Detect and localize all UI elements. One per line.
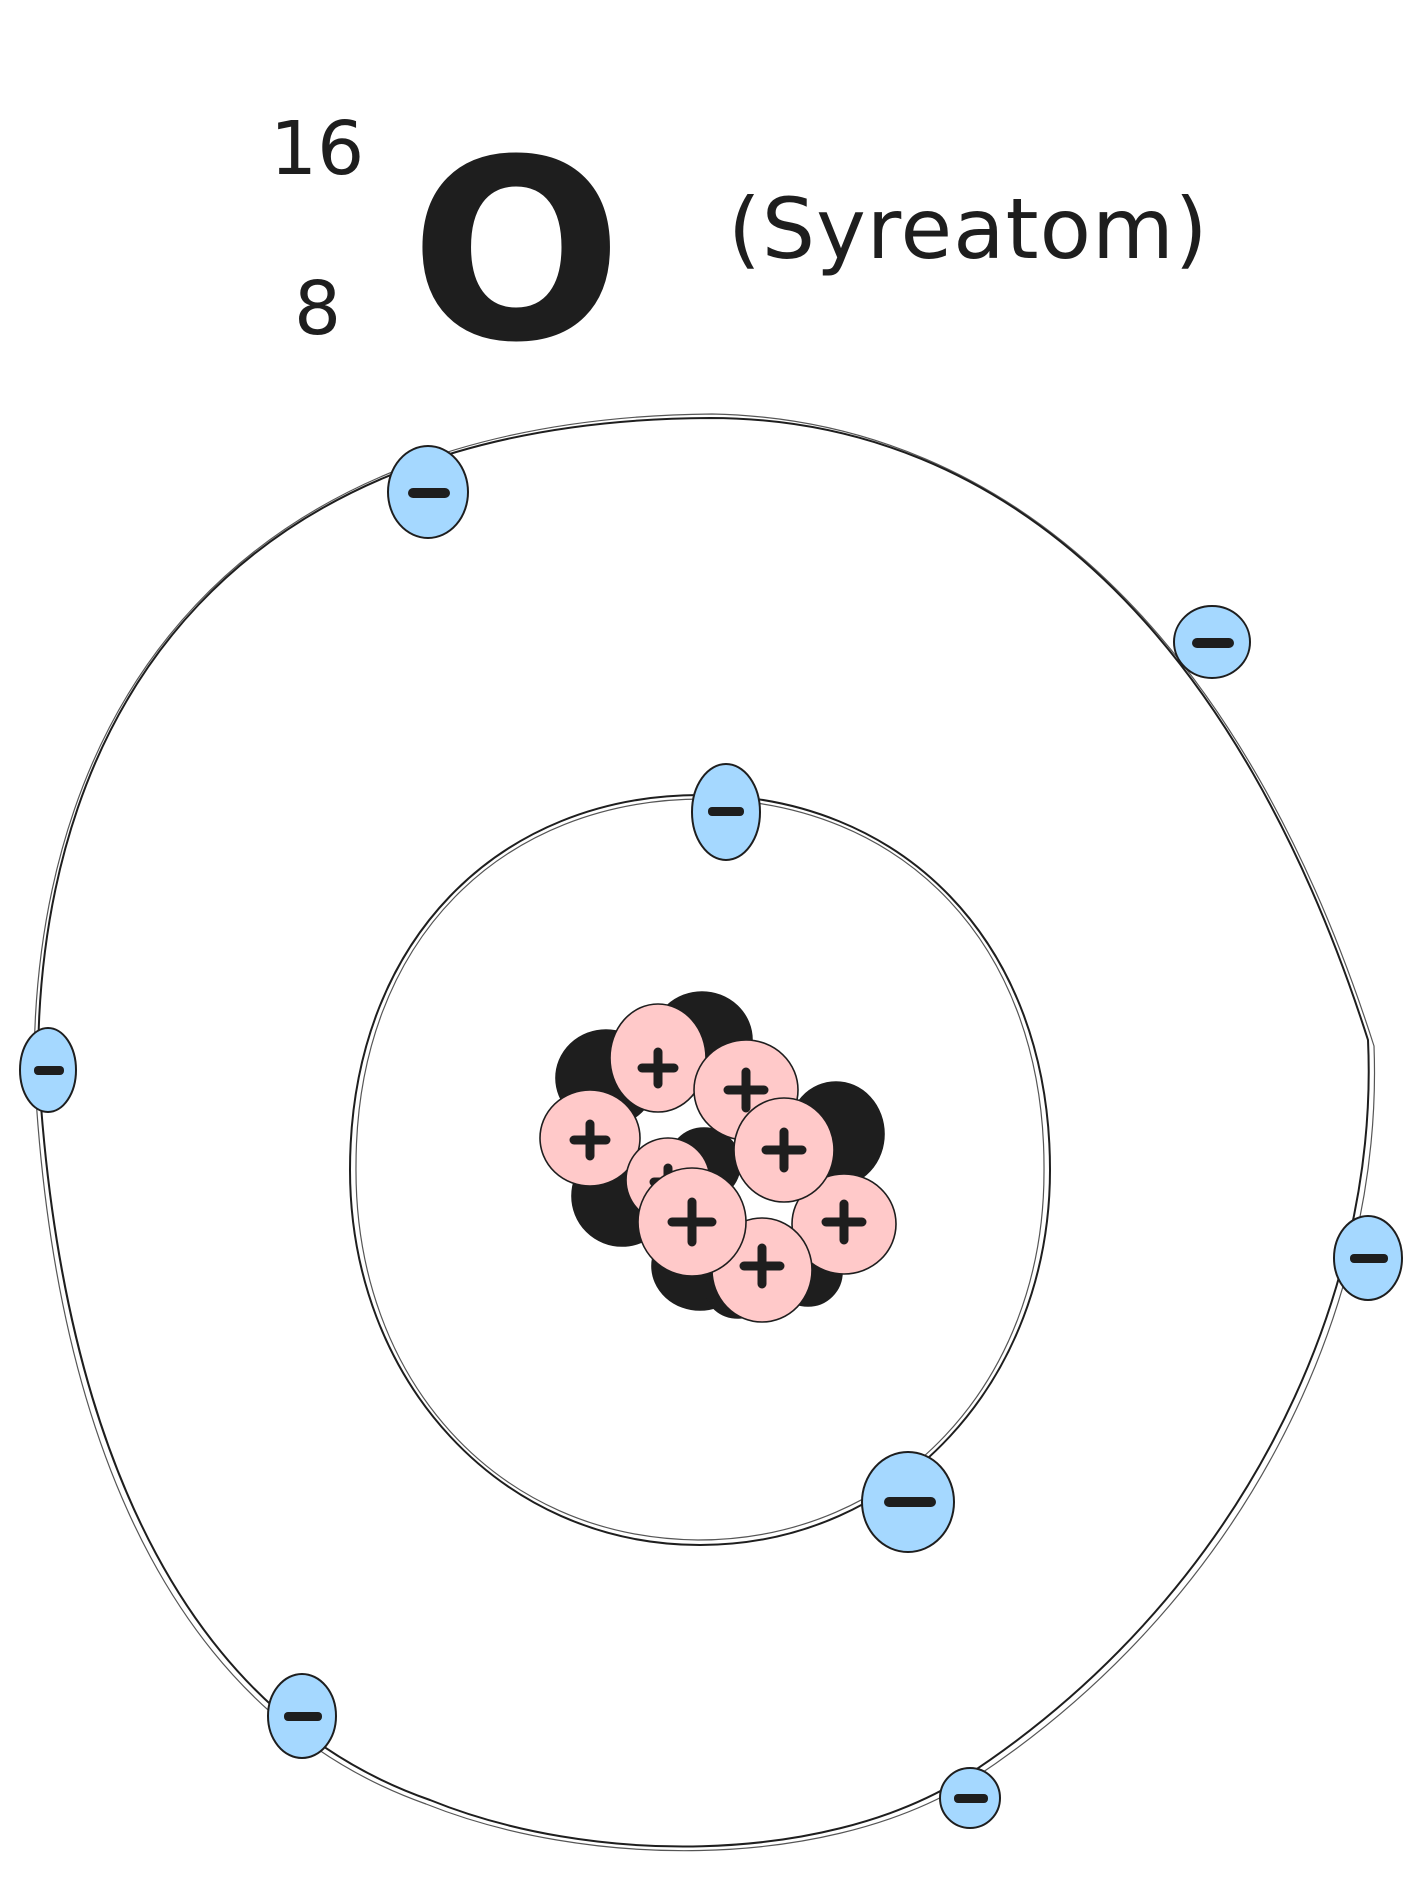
element-symbol: O: [410, 106, 623, 397]
outer-shell: [33, 413, 1376, 1852]
electron: [19, 1027, 77, 1113]
electron: [387, 445, 469, 539]
element-name: (Syreatom): [728, 180, 1209, 278]
shells: [33, 413, 1376, 1852]
proton: [539, 1089, 641, 1187]
inner-shell-electrons: [691, 763, 955, 1553]
electron: [267, 1673, 337, 1759]
electron: [939, 1767, 1001, 1829]
electron: [861, 1451, 955, 1553]
outer-shell-electrons: [19, 445, 1403, 1829]
electron: [691, 763, 761, 861]
proton: [609, 1003, 707, 1113]
atomic-number: 8: [294, 266, 341, 352]
inner-shell: [348, 793, 1052, 1547]
electron: [1333, 1215, 1403, 1301]
proton: [733, 1097, 835, 1203]
isotope-notation: 16 8 O (Syreatom): [270, 106, 1209, 397]
mass-number: 16: [270, 106, 364, 192]
proton: [791, 1173, 897, 1275]
nucleus: [539, 991, 897, 1323]
electron: [1173, 605, 1251, 679]
proton: [637, 1167, 747, 1277]
